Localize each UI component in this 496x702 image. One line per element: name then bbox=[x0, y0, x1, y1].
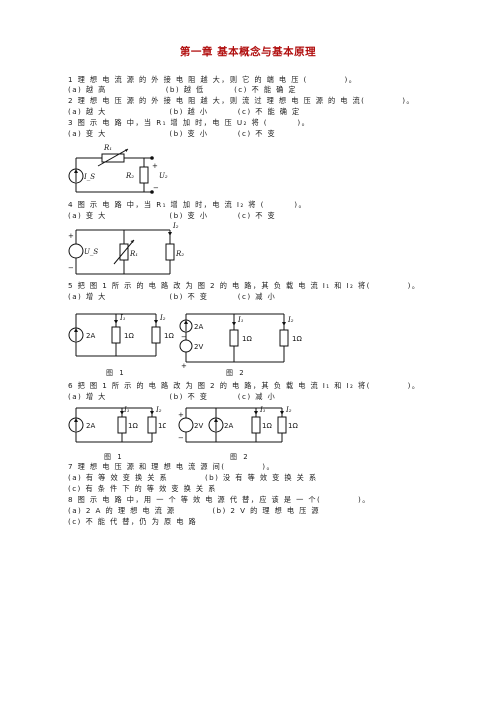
q6-stem: 6 把 图 1 所 示 的 电 路 改 为 图 2 的 电 路，其 负 载 电 … bbox=[68, 381, 421, 390]
r2-resistor bbox=[139, 166, 149, 184]
q4-circuit: + U_S − R₁ R₂ I₂ bbox=[68, 222, 184, 275]
q1-stem: 1 理 想 电 流 源 的 外 接 电 阻 越 大，则 它 的 端 电 压 ( … bbox=[68, 75, 358, 84]
q4-options: (a) 变 大 (b) 变 小 (c) 不 变 bbox=[68, 211, 277, 220]
r2-label: 1Ω bbox=[164, 332, 174, 340]
i2-label: I₂ bbox=[155, 406, 162, 414]
i2-label: I₂ bbox=[287, 316, 294, 324]
r1-label: R₁ bbox=[103, 144, 112, 152]
r1-label: 1Ω bbox=[128, 422, 138, 430]
q6-fig1-caption: 图 1 bbox=[104, 453, 124, 461]
q3-options: (a) 变 大 (b) 变 小 (c) 不 变 bbox=[68, 129, 277, 138]
source-label: 2A bbox=[86, 332, 95, 340]
r1-label: 1Ω bbox=[124, 332, 134, 340]
r1-label: 1Ω bbox=[262, 422, 272, 430]
q5-fig1-caption: 图 1 bbox=[106, 369, 126, 377]
source-v-label: 2V bbox=[194, 343, 203, 351]
q5-stem: 5 把 图 1 所 示 的 电 路 改 为 图 2 的 电 路，其 负 载 电 … bbox=[68, 281, 421, 290]
minus-sign: − bbox=[153, 184, 159, 192]
minus-sign: − bbox=[181, 333, 187, 341]
q7-options-ab: (a) 有 等 效 变 换 关 系 (b) 没 有 等 效 变 换 关 系 bbox=[68, 473, 318, 482]
source-label: 2A bbox=[86, 422, 95, 430]
voltage-source-symbol bbox=[68, 243, 84, 259]
q3-stem: 3 图 示 电 路 中，当 R₁ 增 加 时，电 压 U₂ 将 ( )。 bbox=[68, 118, 311, 127]
q8-options-ab: (a) 2 A 的 理 想 电 流 源 (b) 2 V 的 理 想 电 压 源 bbox=[68, 506, 321, 515]
r2-label: 1Ω bbox=[292, 335, 302, 343]
q3-circuit: R₁ I_S R₂ + U₂ − bbox=[68, 144, 168, 194]
q5-options: (a) 增 大 (b) 不 变 (c) 减 小 bbox=[68, 292, 277, 301]
us-label: U_S bbox=[84, 248, 98, 256]
q5-fig2-caption: 图 2 bbox=[226, 369, 246, 377]
q4-stem: 4 图 示 电 路 中，当 R₁ 增 加 时，电 流 I₂ 将 ( )。 bbox=[68, 200, 308, 209]
plus-sign: + bbox=[178, 411, 184, 419]
q2-stem: 2 理 想 电 压 源 的 外 接 电 阻 越 大，则 流 过 理 想 电 压 … bbox=[68, 96, 415, 105]
q1-options: (a) 越 高 (b) 越 低 (c) 不 能 确 定 bbox=[68, 85, 297, 94]
minus-sign: − bbox=[68, 264, 74, 272]
r2-label: 1Ω bbox=[158, 422, 166, 430]
r2-resistor bbox=[165, 243, 175, 261]
q8-option-c: (c) 不 能 代 替，仍 为 原 电 路 bbox=[68, 517, 198, 526]
plus-sign: + bbox=[68, 232, 74, 240]
q6-figure-1: 2A I₁ I₂ 1Ω 1Ω bbox=[68, 406, 166, 443]
is-label: I_S bbox=[83, 173, 95, 181]
q5-figure-2: 2A 2V − + I₁ I₂ 1Ω 1Ω bbox=[179, 313, 302, 368]
r2-label: 1Ω bbox=[288, 422, 298, 430]
i1-label: I₁ bbox=[259, 406, 266, 414]
plus-sign: + bbox=[181, 362, 187, 368]
i2-label: I₂ bbox=[172, 222, 179, 230]
q8-stem: 8 图 示 电 路 中，用 一 个 等 效 电 源 代 替，应 该 是 一 个(… bbox=[68, 495, 371, 504]
r2-label: R₂ bbox=[175, 250, 184, 258]
i2-label: I₂ bbox=[159, 314, 166, 322]
q6-figure-2: + − 2V 2A I₁ I₂ 1Ω 1Ω bbox=[178, 406, 298, 443]
q7-stem: 7 理 想 电 压 源 和 理 想 电 流 源 间( )。 bbox=[68, 462, 276, 471]
plus-sign: + bbox=[152, 162, 158, 170]
q7-option-c: (c) 有 条 件 下 的 等 效 变 换 关 系 bbox=[68, 484, 217, 493]
r1-label: 1Ω bbox=[242, 335, 252, 343]
q6-fig2-caption: 图 2 bbox=[230, 453, 250, 461]
i1-label: I₁ bbox=[119, 314, 126, 322]
q2-options: (a) 越 大 (b) 越 小 (c) 不 能 确 定 bbox=[68, 107, 301, 116]
source-i-label: 2A bbox=[224, 422, 233, 430]
minus-sign: − bbox=[178, 434, 184, 442]
r2-label: R₂ bbox=[125, 172, 134, 180]
i2-label: I₂ bbox=[285, 406, 292, 414]
source-i-label: 2A bbox=[194, 323, 203, 331]
i1-label: I₁ bbox=[123, 406, 130, 414]
q6-options: (a) 增 大 (b) 不 变 (c) 减 小 bbox=[68, 392, 277, 401]
source-v-label: 2V bbox=[194, 422, 203, 430]
u2-label: U₂ bbox=[159, 172, 168, 180]
chapter-title: 第一章 基本概念与基本原理 bbox=[179, 46, 317, 58]
i1-label: I₁ bbox=[237, 316, 244, 324]
q5-figure-1: 2A I₁ I₂ 1Ω 1Ω bbox=[68, 313, 174, 357]
r1-label: R₁ bbox=[129, 250, 138, 258]
